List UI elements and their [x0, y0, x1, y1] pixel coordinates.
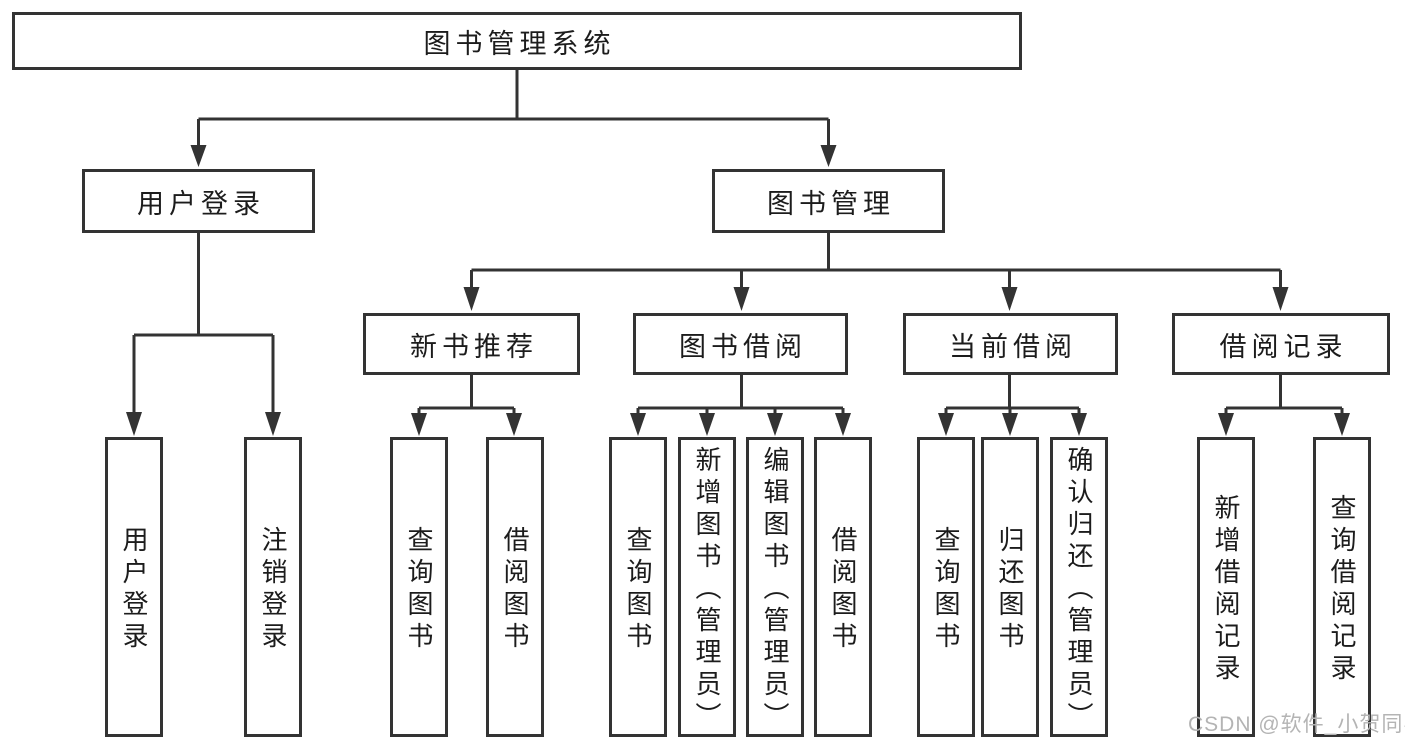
node-root: 图书管理系统 — [12, 12, 1022, 70]
connector-new-book — [417, 375, 516, 415]
arrow-down-icon — [1002, 413, 1018, 436]
arrow-down-icon — [463, 287, 480, 311]
arrow-down-icon — [411, 413, 427, 436]
connector-book-management — [470, 233, 1282, 289]
arrow-down-icon — [630, 413, 646, 436]
node-book-management-label: 图书管理 — [767, 188, 895, 219]
connector-current-borrow — [944, 375, 1081, 415]
leaf-query-books-current-label: 查询图书 — [931, 526, 961, 654]
leaf-add-borrow-record: 新增借阅记录 — [1197, 437, 1255, 737]
leaf-query-books-borrow-label: 查询图书 — [623, 526, 653, 654]
node-user-login: 用户登录 — [82, 169, 315, 233]
node-root-label: 图书管理系统 — [423, 28, 616, 59]
leaf-query-borrow-record: 查询借阅记录 — [1313, 437, 1371, 737]
arrow-down-icon — [126, 412, 142, 436]
leaf-borrow-books-label: 借阅图书 — [828, 526, 858, 654]
node-borrow-records-label: 借阅记录 — [1219, 331, 1348, 362]
arrow-down-icon — [1272, 287, 1289, 311]
leaf-add-book-admin: 新增图书（管理员） — [678, 437, 736, 737]
node-new-book-recommend: 新书推荐 — [363, 313, 580, 375]
node-current-borrow-label: 当前借阅 — [949, 331, 1077, 362]
arrow-down-icon — [1071, 413, 1087, 436]
node-book-borrow-label: 图书借阅 — [679, 331, 807, 362]
arrow-down-icon — [938, 413, 954, 436]
arrow-down-icon — [190, 145, 207, 167]
arrow-down-icon — [265, 412, 281, 436]
arrow-down-icon — [767, 413, 783, 436]
arrow-down-icon — [699, 413, 715, 436]
leaf-query-books-borrow: 查询图书 — [609, 437, 667, 737]
connector-root — [197, 70, 830, 147]
node-new-book-recommend-label: 新书推荐 — [410, 331, 538, 362]
leaf-query-books-recommend: 查询图书 — [390, 437, 448, 737]
leaf-return-book: 归还图书 — [981, 437, 1039, 737]
leaf-return-book-label: 归还图书 — [995, 526, 1025, 654]
arrow-down-icon — [506, 413, 522, 436]
arrow-down-icon — [835, 413, 851, 436]
arrow-down-icon — [1334, 413, 1350, 436]
leaf-user-login: 用户登录 — [105, 437, 163, 737]
leaf-borrow-books: 借阅图书 — [814, 437, 872, 737]
arrow-down-icon — [1218, 413, 1234, 436]
connector-user-login — [132, 233, 275, 414]
leaf-query-books-current: 查询图书 — [917, 437, 975, 737]
leaf-borrow-books-recommend-label: 借阅图书 — [500, 526, 530, 654]
node-book-borrow: 图书借阅 — [633, 313, 848, 375]
leaf-add-book-admin-label: 新增图书（管理员） — [692, 446, 722, 734]
leaf-logout: 注销登录 — [244, 437, 302, 737]
connector-borrow-records — [1224, 375, 1344, 415]
leaf-confirm-return-admin-label: 确认归还（管理员） — [1064, 446, 1094, 734]
leaf-confirm-return-admin: 确认归还（管理员） — [1050, 437, 1108, 737]
node-book-management: 图书管理 — [712, 169, 945, 233]
arrow-down-icon — [733, 287, 750, 311]
leaf-user-login-label: 用户登录 — [119, 526, 149, 654]
leaf-add-borrow-record-label: 新增借阅记录 — [1211, 494, 1241, 686]
leaf-logout-label: 注销登录 — [258, 526, 288, 654]
connector-book-borrow — [636, 375, 845, 415]
leaf-borrow-books-recommend: 借阅图书 — [486, 437, 544, 737]
watermark: CSDN @软件_小贺同学 — [1188, 713, 1405, 736]
node-borrow-records: 借阅记录 — [1172, 313, 1390, 375]
arrow-down-icon — [1001, 287, 1018, 311]
leaf-query-borrow-record-label: 查询借阅记录 — [1327, 494, 1357, 686]
node-user-login-label: 用户登录 — [137, 188, 265, 219]
leaf-edit-book-admin: 编辑图书（管理员） — [746, 437, 804, 737]
leaf-query-books-recommend-label: 查询图书 — [404, 526, 434, 654]
leaf-edit-book-admin-label: 编辑图书（管理员） — [760, 446, 790, 734]
node-current-borrow: 当前借阅 — [903, 313, 1118, 375]
arrow-down-icon — [820, 145, 837, 167]
